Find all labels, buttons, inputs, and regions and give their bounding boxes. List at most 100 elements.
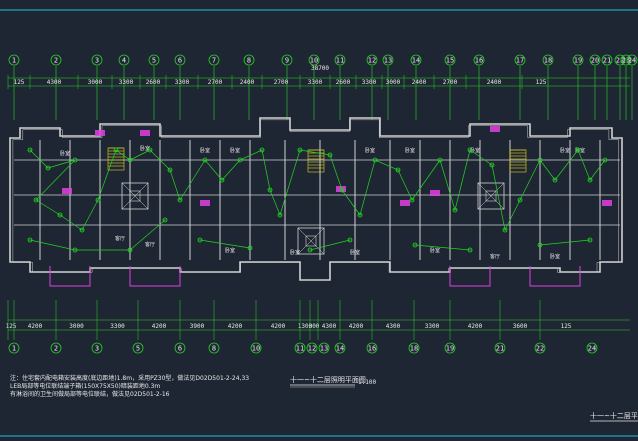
axis-label: 6 [178,57,182,65]
elevator-shaft [477,182,505,210]
circuit-wire [129,219,166,251]
axis-bubble [174,342,186,354]
circuit-wire [179,159,206,201]
axis-label: 11 [296,345,304,353]
axis-bubble [118,54,130,66]
dimension-label: 2700 [443,79,458,86]
axis-bubble [589,54,601,66]
dimension-label: 3000 [69,323,84,330]
axis-bubble [382,54,394,66]
axis-bubble [318,342,330,354]
circuit-wire [491,164,506,231]
circuit-wire [199,239,251,249]
circuit-wire [439,159,456,211]
axis-label: 24 [628,57,636,65]
axis-label: 12 [308,345,316,353]
axis-label: 13 [320,345,328,353]
dimension-label: 4200 [152,323,167,330]
circuit-wire [411,159,441,201]
axis-label: 10 [310,57,318,65]
axis-label: 23 [622,57,630,65]
circuit-wire [81,199,99,231]
dimension-label: 3300 [175,79,190,86]
dimension-label: 2700 [208,79,223,86]
distribution-box [336,186,346,192]
axis-label: 21 [496,345,504,353]
dimension-label: 125 [536,79,547,86]
dimension-label: 3300 [425,323,440,330]
axis-bubble [473,54,485,66]
axis-bubble [132,342,144,354]
axis-label: 18 [544,57,552,65]
room-label: 卧室 [140,145,150,152]
axis-label: 20 [591,57,599,65]
distribution-box [200,200,210,206]
circuit-wire [115,149,131,161]
room-label: 卧室 [60,150,70,157]
axis-bubble [514,54,526,66]
axis-bubble [366,342,378,354]
circuit-wire [414,244,471,251]
dimension-label: 3300 [110,323,125,330]
dimension-label: 4200 [468,323,483,330]
room-label: 卧室 [430,247,440,254]
distribution-box [490,126,500,132]
circuit-wire [239,149,263,161]
axis-bubble [444,342,456,354]
elevator-shaft [297,227,325,255]
room-label: 卧室 [365,147,375,154]
axis-bubble [174,54,186,66]
axis-bubble [8,342,20,354]
axis-bubble [410,54,422,66]
axis-bubble [148,54,160,66]
room-label: 卧室 [405,147,415,154]
axis-label: 17 [516,57,524,65]
dimension-label: 300 [309,323,320,330]
dimension-label: 4300 [386,323,401,330]
axis-bubble [306,342,318,354]
distribution-box [400,200,410,206]
circuit-wire [29,239,76,251]
axis-label: 8 [212,345,216,353]
axis-label: 2 [54,57,58,65]
distribution-box [95,130,105,136]
dimension-label: 4200 [349,323,364,330]
circuit-wire [35,199,61,216]
drawing-scale: 1:100 [358,379,376,386]
axis-bubble [586,342,598,354]
distribution-box [140,130,150,136]
axis-bubble [50,342,62,354]
distribution-box [430,190,440,196]
axis-label: 15 [446,57,454,65]
circuit-wire [35,159,76,201]
axis-label: 1 [12,57,16,65]
axis-bubble [91,342,103,354]
building-outline: 卧室卧室卧室卧室卧室卧室卧室卧室客厅客厅卧室卧室卧室卧室客厅卧室卧室 [9,117,623,287]
circuit-wire [129,149,151,161]
axis-bubble [614,54,626,66]
circuit-wire [577,149,591,181]
axis-label: 22 [616,57,624,65]
drawing-title: 十一~十二层照明平面图 [290,375,366,384]
axis-label: 5 [152,57,156,65]
axis-bubble [626,54,638,66]
axis-label: 7 [212,57,216,65]
circuit-wire [59,214,83,231]
axis-bubble [250,342,262,354]
axis-label: 4 [122,57,126,65]
dimension-label: 1300 [298,323,313,330]
dimension-label: 125 [561,323,572,330]
dimension-label: 3000 [386,79,401,86]
axis-label: 2 [54,345,58,353]
dimension-label: 125 [6,323,17,330]
circuit-wire [374,159,399,171]
axis-label: 5 [136,345,140,353]
dimension-label: 2600 [146,79,161,86]
axis-bubble [408,342,420,354]
circuit-wire [279,149,301,216]
axis-bubble [8,54,20,66]
